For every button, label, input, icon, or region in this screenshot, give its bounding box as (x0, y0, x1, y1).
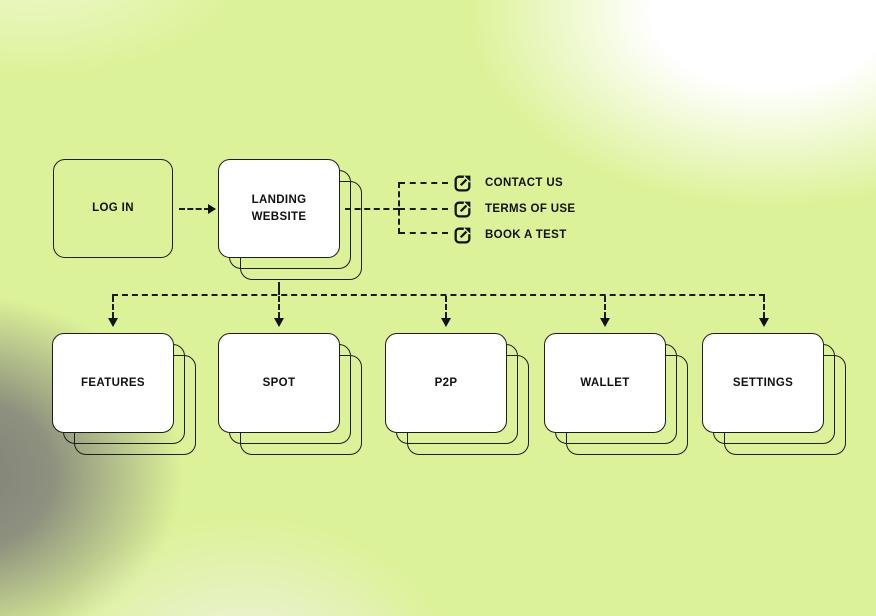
drop-features (112, 296, 114, 318)
connector-link-book (399, 232, 448, 234)
connector-bus (112, 294, 765, 296)
external-link-icon (454, 227, 471, 243)
external-link-icon (454, 201, 471, 217)
node-log-in-label: LOG IN (92, 202, 134, 215)
drop-p2p (445, 296, 447, 318)
node-wallet-label: WALLET (580, 376, 630, 389)
arrowhead-settings (759, 318, 769, 327)
arrowhead-p2p (441, 318, 451, 327)
node-landing-website-label: LANDING WEBSITE (251, 193, 307, 223)
node-p2p-label: P2P (434, 376, 458, 389)
connector-link-terms (399, 208, 448, 210)
link-book-a-test-label: BOOK A TEST (485, 229, 567, 241)
node-settings[interactable]: SETTINGS (702, 333, 846, 455)
link-contact-us[interactable]: CONTACT US (452, 172, 563, 194)
arrowhead-login-landing (208, 204, 216, 214)
node-features-label: FEATURES (81, 376, 145, 389)
drop-settings (763, 296, 765, 318)
external-link-icon (454, 175, 471, 191)
node-log-in[interactable]: LOG IN (53, 159, 173, 258)
node-features[interactable]: FEATURES (52, 333, 196, 455)
node-settings-label: SETTINGS (732, 376, 794, 389)
connector-landing-down (278, 282, 280, 295)
node-p2p[interactable]: P2P (385, 333, 529, 455)
arrowhead-features (108, 318, 118, 327)
connector-login-landing (179, 208, 210, 210)
arrowhead-spot (274, 318, 284, 327)
node-spot[interactable]: SPOT (218, 333, 362, 455)
connector-landing-links (345, 208, 399, 210)
link-terms-of-use[interactable]: TERMS OF USE (452, 198, 575, 220)
drop-spot (278, 296, 280, 318)
link-contact-us-label: CONTACT US (485, 177, 564, 189)
node-wallet[interactable]: WALLET (544, 333, 688, 455)
arrowhead-wallet (600, 318, 610, 327)
node-landing-website[interactable]: LANDING WEBSITE (218, 159, 362, 280)
link-terms-of-use-label: TERMS OF USE (485, 203, 576, 215)
link-book-a-test[interactable]: BOOK A TEST (452, 224, 567, 246)
node-spot-label: SPOT (262, 376, 296, 389)
connector-link-contact (399, 182, 448, 184)
drop-wallet (604, 296, 606, 318)
